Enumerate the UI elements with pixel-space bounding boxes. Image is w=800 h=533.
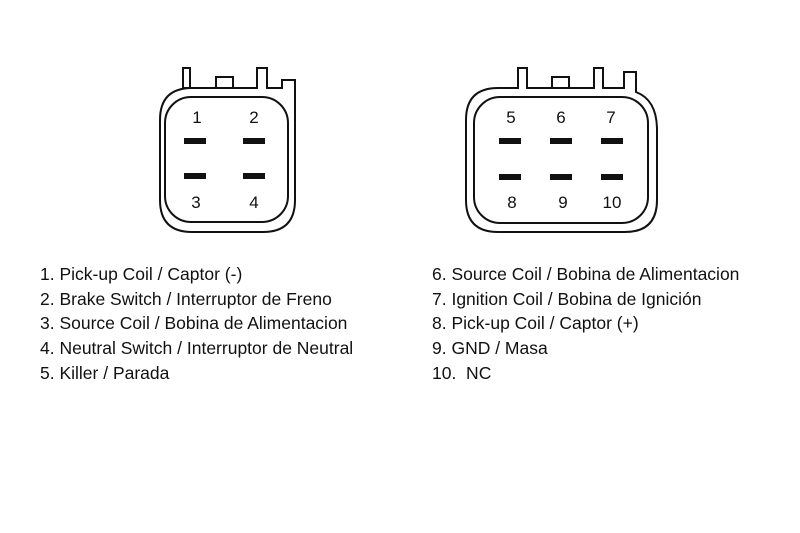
pin-2 bbox=[243, 138, 265, 144]
pin-label: 3 bbox=[191, 193, 200, 212]
pin-label: 9 bbox=[558, 193, 567, 212]
legend-item: 3. Source Coil / Bobina de Alimentacion bbox=[40, 313, 348, 334]
pin-7 bbox=[601, 138, 623, 144]
pin-label: 7 bbox=[606, 108, 615, 127]
legend-item: 6. Source Coil / Bobina de Alimentacion bbox=[432, 264, 740, 284]
connector-4pin bbox=[159, 67, 296, 233]
pin-8 bbox=[499, 174, 521, 180]
pin-label: 1 bbox=[192, 108, 201, 127]
pin-9 bbox=[550, 174, 572, 180]
legend-item: 9. GND / Masa bbox=[432, 338, 548, 359]
connector-4pin-inner bbox=[164, 96, 289, 223]
legend-right: 6. Source Coil / Bobina de Alimentacion … bbox=[432, 262, 739, 386]
legend-item: 5. Killer / Parada bbox=[40, 362, 170, 383]
pin-5 bbox=[499, 138, 521, 144]
legend-item: 4. Neutral Switch / Interruptor de Neutr… bbox=[40, 338, 354, 359]
connector-4pin-housing bbox=[159, 67, 296, 233]
pin-3 bbox=[184, 173, 206, 179]
legend-left: 1. Pick-up Coil / Captor (-) 2. Brake Sw… bbox=[40, 262, 353, 386]
connector-6pin bbox=[465, 67, 658, 233]
legend-item: 7. Ignition Coil / Bobina de Ignición bbox=[432, 288, 702, 309]
pin-label: 10 bbox=[603, 193, 622, 212]
pin-1 bbox=[184, 138, 206, 144]
pin-label: 8 bbox=[507, 193, 516, 212]
connector-4pin-pins bbox=[184, 138, 265, 179]
connector-6pin-housing bbox=[465, 67, 658, 233]
connector-6pin-inner bbox=[473, 96, 649, 224]
pin-label: 4 bbox=[249, 193, 258, 212]
legend-item: 1. Pick-up Coil / Captor (-) bbox=[40, 264, 243, 284]
legend-item: 8. Pick-up Coil / Captor (+) bbox=[432, 313, 639, 334]
legend-item: 10. NC bbox=[432, 362, 492, 383]
pin-label: 6 bbox=[556, 108, 565, 127]
pin-label: 5 bbox=[506, 108, 515, 127]
legend-item: 2. Brake Switch / Interruptor de Freno bbox=[40, 288, 332, 309]
pin-6 bbox=[550, 138, 572, 144]
connector-6pin-pins bbox=[499, 138, 623, 180]
pin-10 bbox=[601, 174, 623, 180]
pin-label: 2 bbox=[249, 108, 258, 127]
pin-4 bbox=[243, 173, 265, 179]
